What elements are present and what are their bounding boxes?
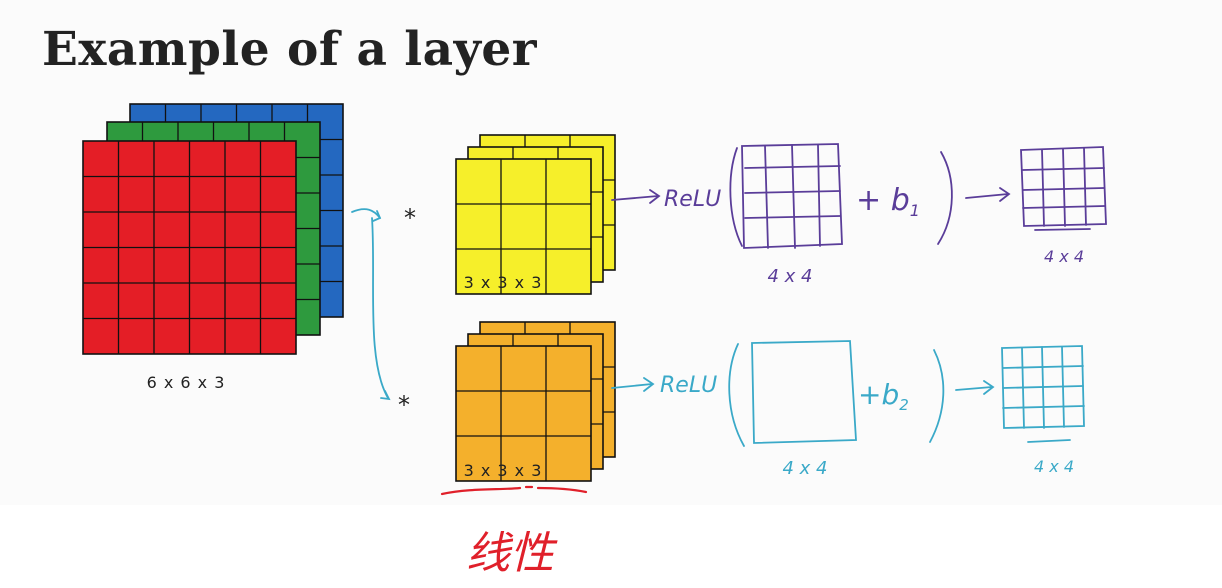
feature-map-1 xyxy=(741,143,843,249)
result-map-1-label: 4 x 4 xyxy=(1044,247,1084,266)
relu-label-2: ReLU xyxy=(660,373,717,398)
feature-map-2-label: 4 x 4 xyxy=(783,458,828,479)
close-paren-1 xyxy=(937,151,953,245)
filter-1-volume xyxy=(455,134,616,295)
filter-1-label: 3 x 3 x 3 xyxy=(464,273,543,292)
convolution-operator-2: * xyxy=(398,391,410,419)
bias-term-2: +b2 xyxy=(858,378,909,414)
feature-map-1-label: 4 x 4 xyxy=(768,266,813,287)
result-map-2-label: 4 x 4 xyxy=(1034,457,1074,476)
bias-term-1: + b1 xyxy=(856,183,920,220)
convolution-operator-1: * xyxy=(404,204,416,232)
input-volume-label: 6 x 6 x 3 xyxy=(147,373,226,392)
open-paren-1 xyxy=(729,147,743,247)
input-channel-red xyxy=(82,140,297,355)
filter-2-label: 3 x 3 x 3 xyxy=(464,461,543,480)
bias-subscript-2: 2 xyxy=(899,396,909,414)
bias-subscript-1: 1 xyxy=(910,201,920,220)
feature-map-2 xyxy=(751,340,857,444)
branch-arrows xyxy=(351,208,391,401)
annotation-text: 线性 xyxy=(466,528,558,579)
annotation-underline xyxy=(440,485,588,496)
open-paren-2 xyxy=(728,343,745,447)
filter-1-output-expression xyxy=(611,143,1107,249)
input-volume xyxy=(82,103,344,355)
filter-2-output-expression xyxy=(611,340,1085,447)
relu-label-1: ReLU xyxy=(664,187,721,212)
filter-2-volume xyxy=(455,321,616,482)
filter-2-layer-front xyxy=(455,345,592,482)
close-paren-2 xyxy=(929,349,945,443)
slide-title: Example of a layer xyxy=(42,22,538,77)
result-map-2 xyxy=(1001,345,1085,429)
result-map-1 xyxy=(1020,146,1107,227)
bias-symbol-1: b xyxy=(891,183,910,218)
filter-1-layer-front xyxy=(455,158,592,295)
bias-symbol-2: b xyxy=(881,378,899,411)
